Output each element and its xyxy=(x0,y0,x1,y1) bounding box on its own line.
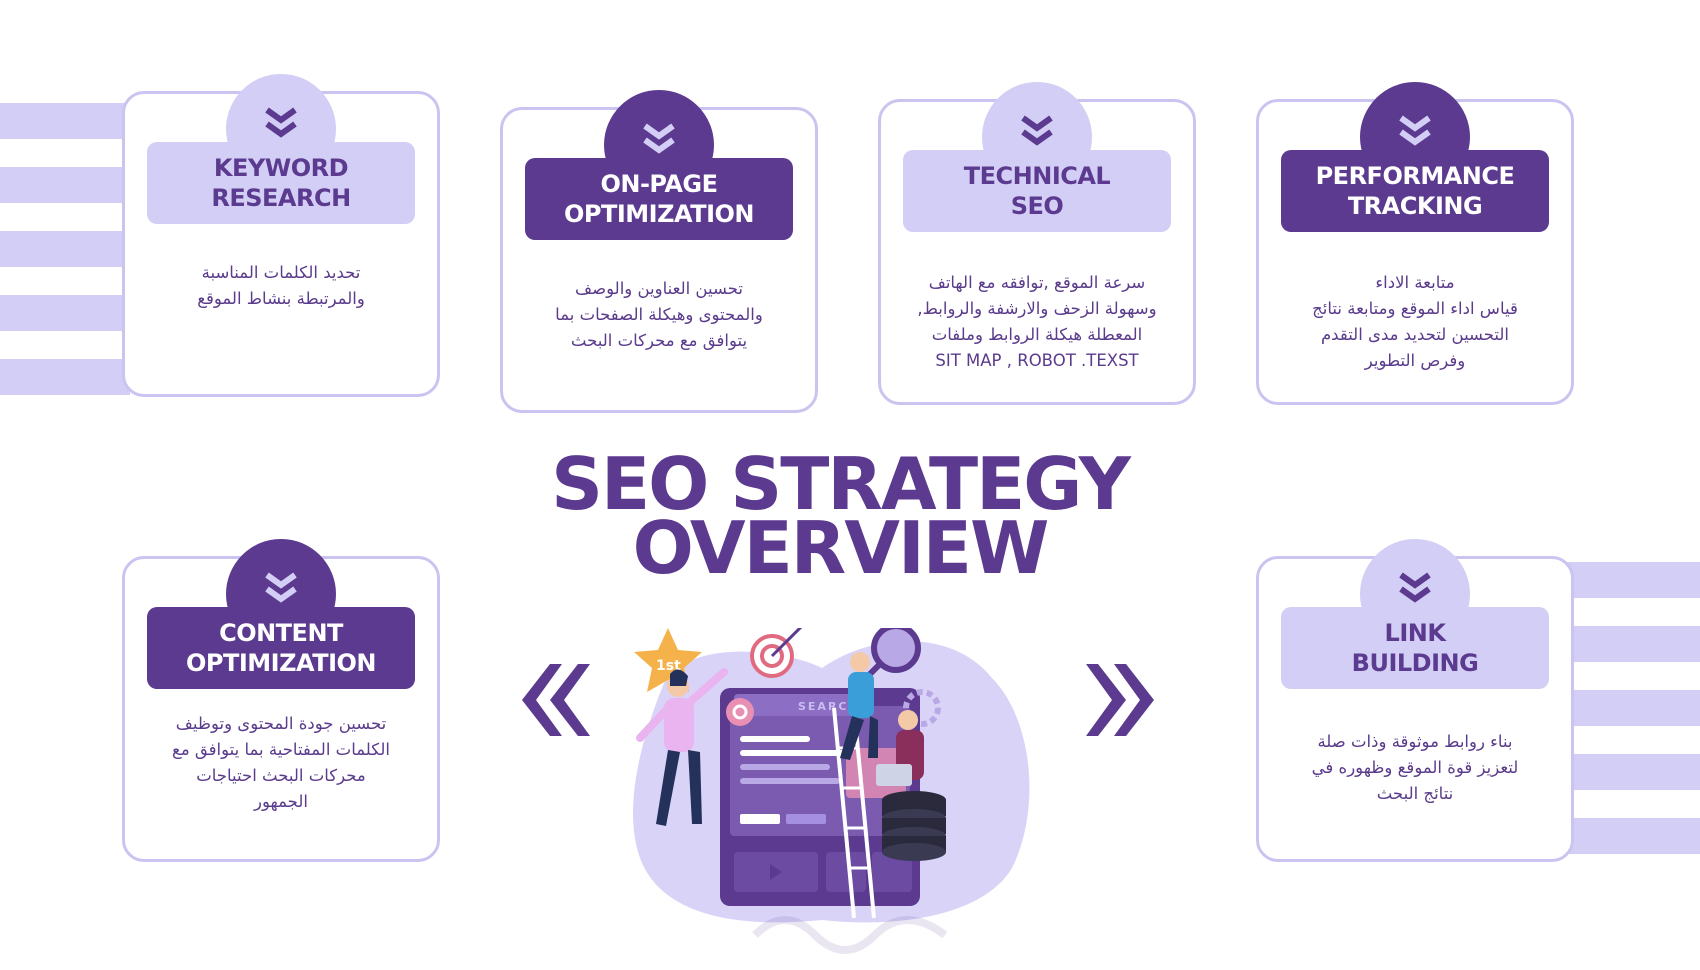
search-label: SEARCH xyxy=(798,700,860,713)
decor-stripes-left xyxy=(0,103,130,403)
chevrons-down-icon xyxy=(643,123,675,154)
card-description: تحسين العناوين والوصف والمحتوى وهيكلة ال… xyxy=(555,279,763,350)
card-description: متابعة الاداء قياس اداء الموقع ومتابعة ن… xyxy=(1312,273,1518,370)
card-description: تحديد الكلمات المناسبة والمرتبطة بنشاط ا… xyxy=(197,263,365,308)
star-badge-label: 1st xyxy=(656,658,681,674)
search-icon xyxy=(726,698,754,726)
card-description: سرعة الموقع ,توافقه مع الهاتف وسهولة الز… xyxy=(917,273,1157,370)
card-content-optimization: CONTENT OPTIMIZATION تحسين جودة المحتوى … xyxy=(122,539,440,862)
card-performance-tracking: PERFORMANCE TRACKING متابعة الاداء قياس … xyxy=(1256,82,1574,405)
card-description: بناء روابط موثوقة وذات صلة لتعزيز قوة ال… xyxy=(1311,732,1519,803)
chevron-double-left-icon xyxy=(522,664,590,736)
card-label: TECHNICAL SEO xyxy=(903,150,1171,232)
card-on-page-optimization: ON-PAGE OPTIMIZATION تحسين العناوين والو… xyxy=(500,90,818,413)
card-label: CONTENT OPTIMIZATION xyxy=(147,607,415,689)
card-description: تحسين جودة المحتوى وتوظيف الكلمات المفتا… xyxy=(172,714,390,811)
page-title: SEO STRATEGY OVERVIEW xyxy=(520,442,1160,590)
person-climbing xyxy=(848,672,874,718)
page-title-line-1: SEO STRATEGY xyxy=(551,442,1131,526)
watermark-logo xyxy=(752,916,948,954)
server-stack xyxy=(882,791,946,861)
card-keyword-research: KEYWORD RESEARCH تحديد الكلمات المناسبة … xyxy=(122,74,440,397)
page-title-line-2: OVERVIEW xyxy=(632,506,1050,590)
person-standing xyxy=(664,698,694,752)
card-link-building: LINK BUILDING بناء روابط موثوقة وذات صلة… xyxy=(1256,539,1574,862)
chevrons-down-icon xyxy=(1399,115,1431,146)
card-label: PERFORMANCE TRACKING xyxy=(1281,150,1549,232)
chevrons-down-icon xyxy=(1021,115,1053,146)
card-technical-seo: TECHNICAL SEO سرعة الموقع ,توافقه مع اله… xyxy=(878,82,1196,405)
seo-illustration: SEARCH 1st xyxy=(632,628,1030,923)
card-label: KEYWORD RESEARCH xyxy=(147,142,415,224)
card-label: LINK BUILDING xyxy=(1281,607,1549,689)
magnifier-icon xyxy=(871,628,921,673)
search-bar xyxy=(734,694,874,716)
chevron-double-right-icon xyxy=(1086,664,1154,736)
decor-stripes-right xyxy=(1560,562,1700,862)
chevrons-down-icon xyxy=(265,107,297,138)
chevrons-down-icon xyxy=(265,572,297,603)
chevrons-down-icon xyxy=(1399,572,1431,603)
gear-icon xyxy=(903,689,941,727)
card-label: ON-PAGE OPTIMIZATION xyxy=(525,158,793,240)
